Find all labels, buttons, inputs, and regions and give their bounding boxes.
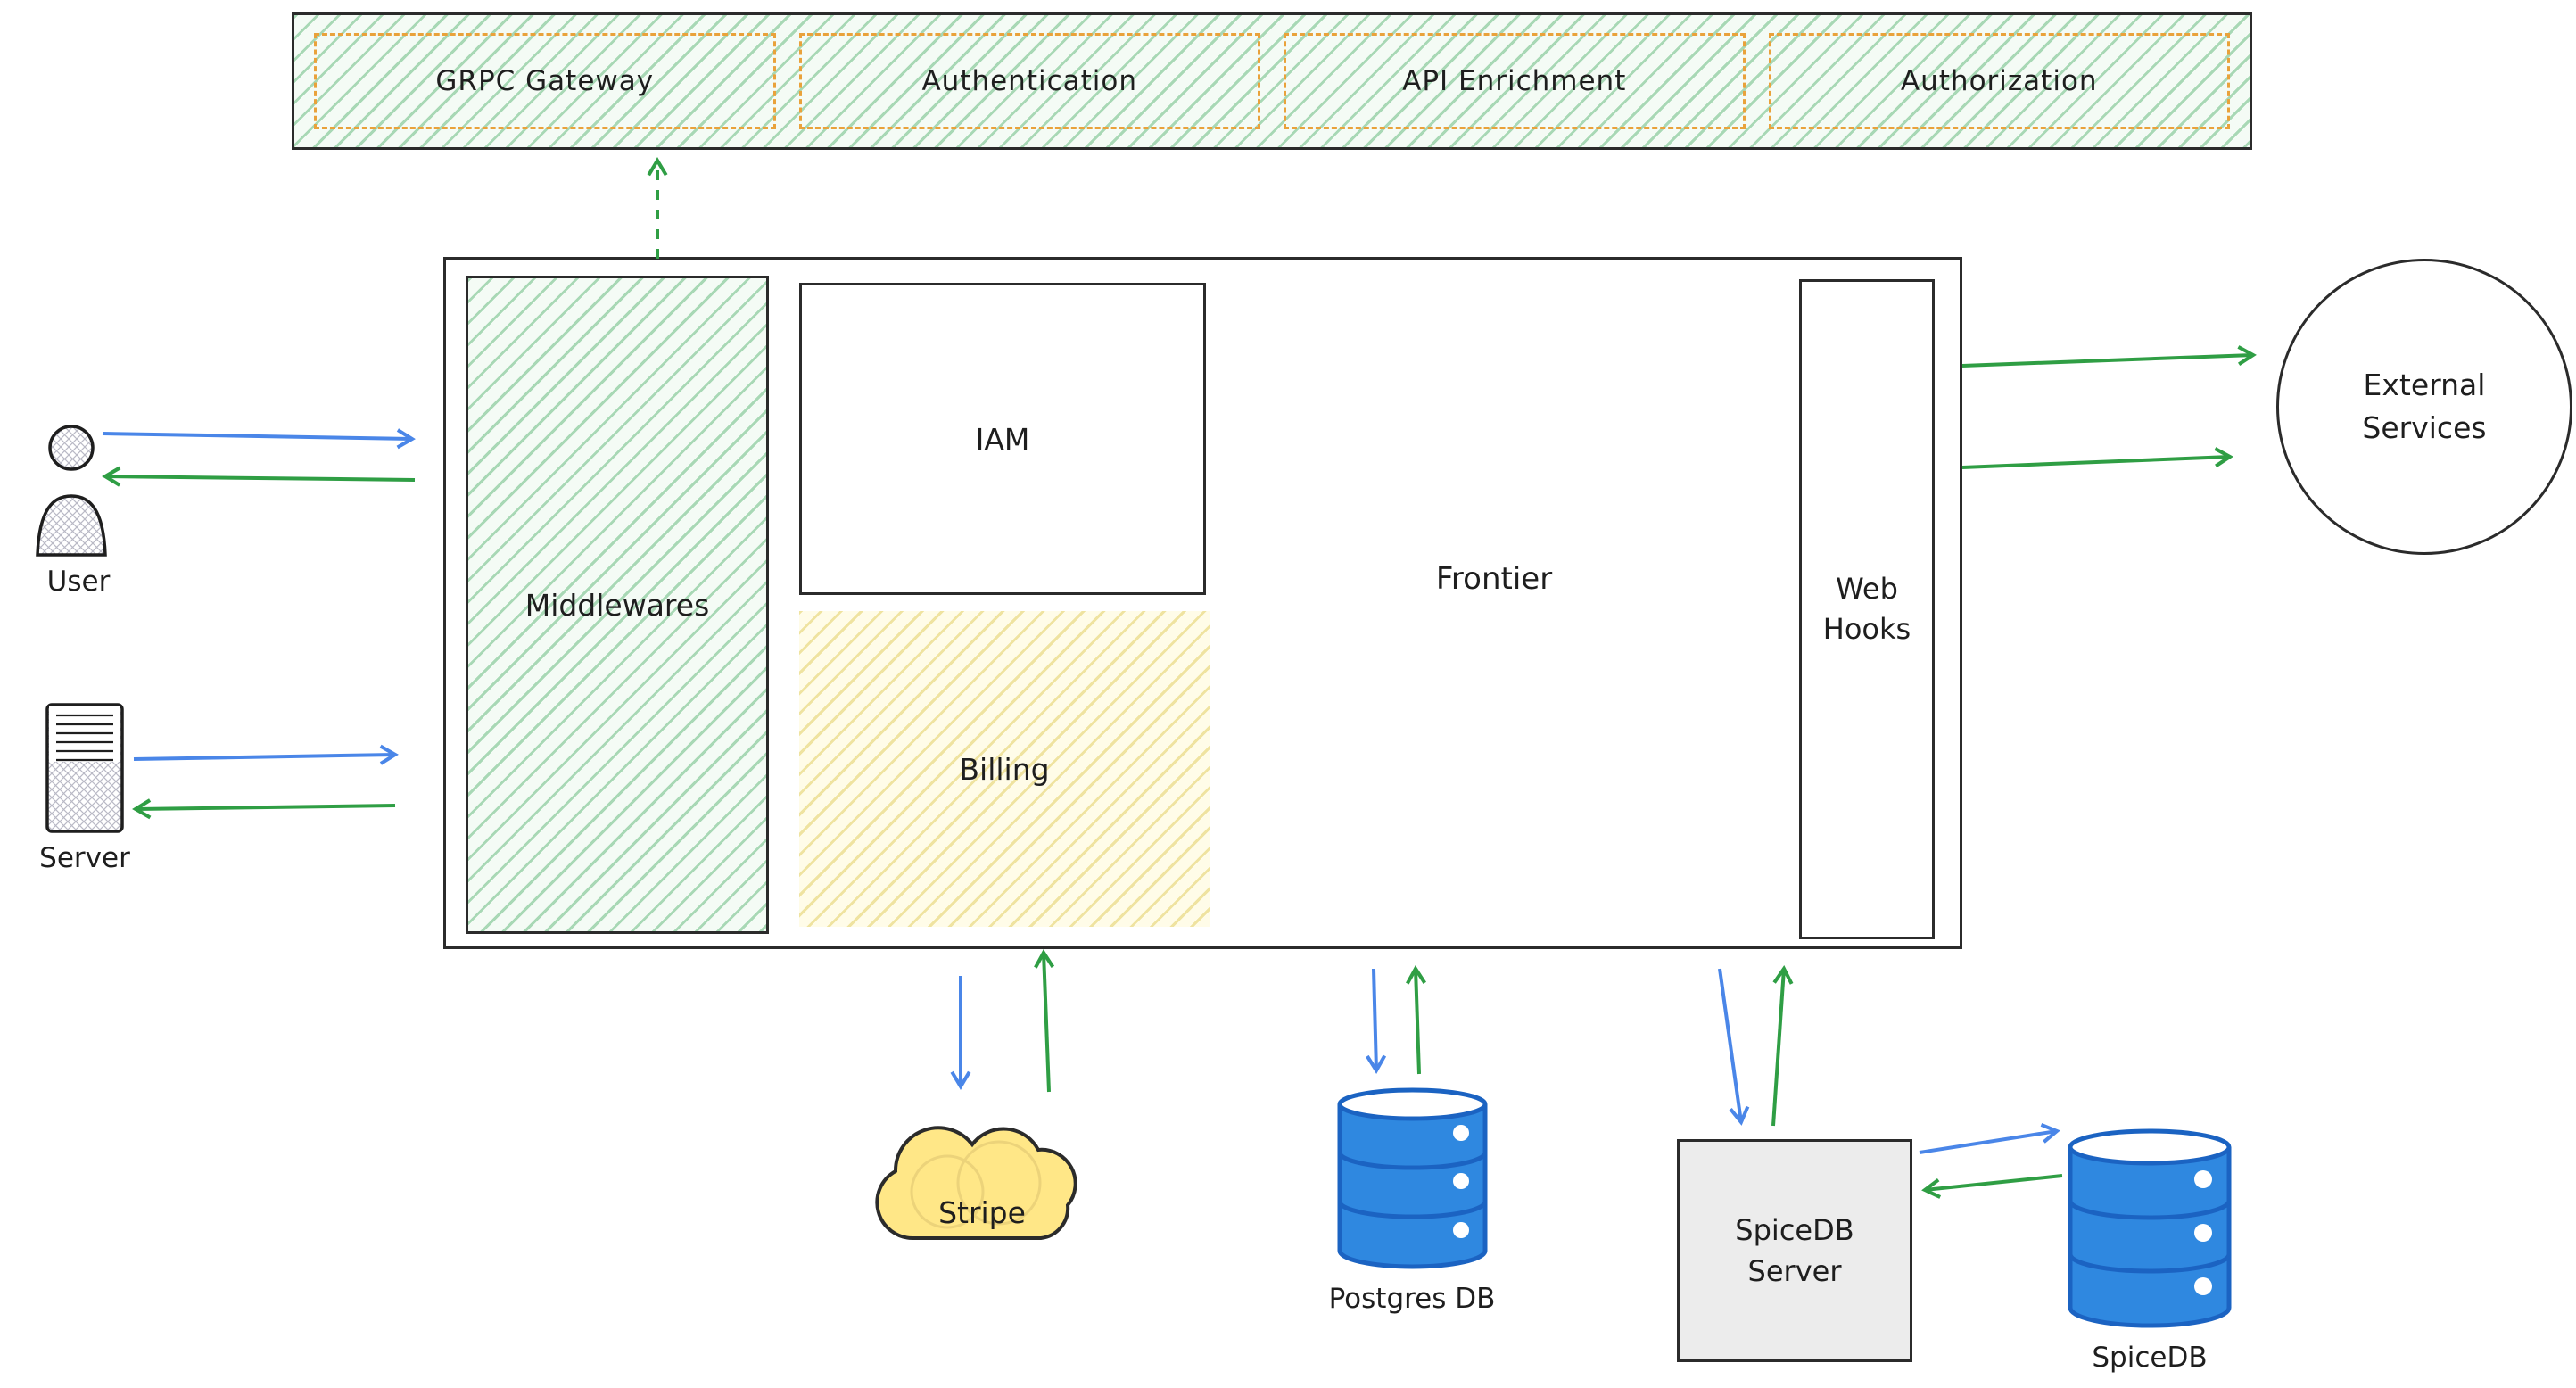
node-external-services: External Services — [2276, 259, 2572, 555]
frontier-title: Frontier — [1360, 559, 1628, 599]
node-grpc-gateway: GRPC Gateway — [314, 33, 776, 129]
node-label: External Services — [2362, 368, 2487, 445]
actor-server: Server — [36, 701, 134, 874]
arrow-spicedb-server-to-spicedb — [1919, 1122, 2060, 1154]
arrow-webhooks-to-external-2 — [1961, 447, 2233, 469]
arrow-stripe-to-billing — [1034, 949, 1055, 1093]
node-frontier-container: Middlewares IAM Billing Frontier Web Hoo… — [443, 257, 1962, 949]
database-cylinder-icon — [2068, 1128, 2232, 1328]
node-label: SpiceDB Server — [1735, 1212, 1854, 1288]
node-middlewares: Middlewares — [466, 276, 769, 934]
node-api-enrichment: API Enrichment — [1284, 33, 1746, 129]
arrow-server-to-middlewares — [133, 744, 399, 765]
arrow-spicedb-to-spicedb-server — [1921, 1174, 2063, 1199]
actor-label: User — [46, 566, 111, 598]
node-label: API Enrichment — [1402, 65, 1627, 97]
node-label: Web Hooks — [1822, 572, 1911, 646]
arrow-middlewares-to-user — [102, 466, 416, 487]
database-cylinder-icon — [1337, 1087, 1487, 1269]
arrow-spicedb-server-to-frontier — [1771, 965, 1794, 1127]
node-label: Frontier — [1435, 561, 1553, 597]
node-label: SpiceDB — [2092, 1342, 2208, 1374]
node-spicedb-server: SpiceDB Server — [1677, 1139, 1912, 1362]
node-web-hooks: Web Hooks — [1799, 279, 1935, 939]
actor-user: User — [25, 423, 132, 598]
node-postgres-db: Postgres DB — [1295, 1085, 1529, 1315]
node-authentication: Authentication — [798, 33, 1260, 129]
middleware-services-bar: GRPC Gateway Authentication API Enrichme… — [292, 12, 2252, 150]
arrow-middlewares-to-server — [132, 798, 396, 820]
arrow-postgres-to-frontier — [1406, 965, 1427, 1075]
node-label: GRPC Gateway — [435, 65, 655, 97]
node-label: Postgres DB — [1328, 1283, 1496, 1315]
actor-label: Server — [39, 842, 130, 874]
node-label: Authentication — [921, 65, 1138, 97]
arrow-frontier-to-postgres — [1366, 968, 1387, 1074]
server-rack-icon — [45, 703, 124, 833]
node-authorization: Authorization — [1768, 33, 2230, 129]
node-label: IAM — [975, 421, 1030, 457]
node-label: Stripe — [938, 1195, 1026, 1230]
node-label: Middlewares — [524, 587, 710, 623]
node-stripe: Stripe — [858, 1095, 1106, 1270]
node-label: Billing — [959, 751, 1050, 787]
node-billing: Billing — [799, 611, 1210, 927]
arrow-user-to-middlewares — [102, 428, 416, 450]
node-iam: IAM — [799, 283, 1206, 595]
arrow-frontier-to-spicedb-server — [1718, 968, 1750, 1126]
arrow-webhooks-to-external-1 — [1961, 345, 2257, 368]
cloud-icon — [875, 1126, 1077, 1241]
node-spicedb: SpiceDB — [2043, 1126, 2257, 1374]
person-icon — [36, 425, 107, 557]
node-label: Authorization — [1900, 65, 2098, 97]
